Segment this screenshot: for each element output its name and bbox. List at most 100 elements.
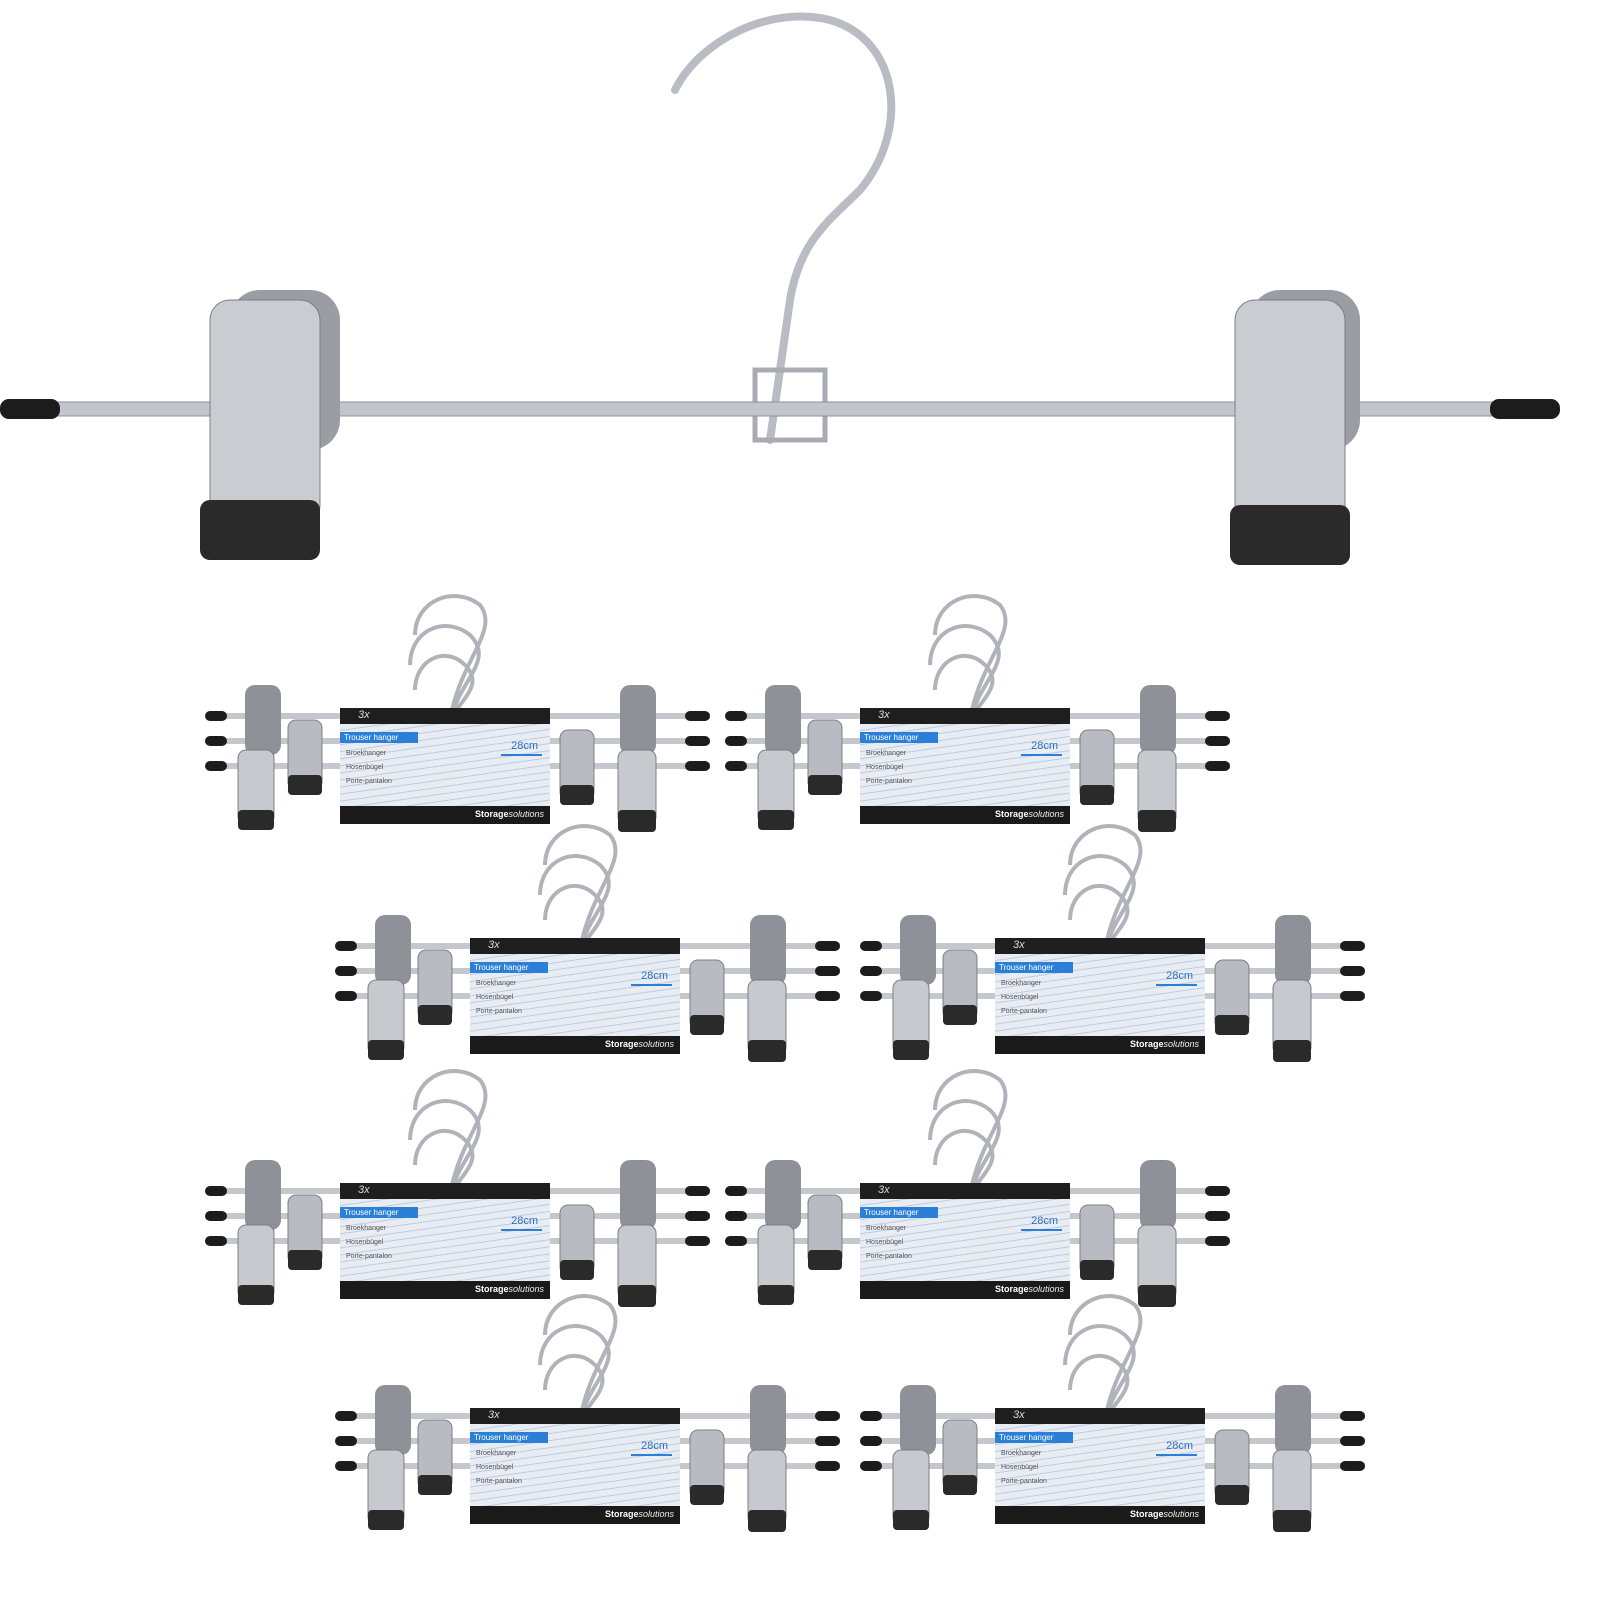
brand-strip: Storagesolutions xyxy=(995,1036,1205,1054)
brand-main: Storage xyxy=(1129,1509,1164,1519)
brand-strip: Storagesolutions xyxy=(470,1506,680,1524)
pack-line-fr: Porte-pantalon xyxy=(476,1008,522,1015)
pack-count-strip: 3x xyxy=(995,1408,1205,1424)
pack-label-card: 3x Trouser hanger Broekhanger Hosenbügel… xyxy=(340,1183,550,1313)
pack-size: 28cm xyxy=(501,740,542,756)
brand-main: Storage xyxy=(474,809,509,819)
pack-size: 28cm xyxy=(631,970,672,986)
pack-line-de: Hosenbügel xyxy=(1001,994,1039,1001)
pack-line-fr: Porte-pantalon xyxy=(476,1478,522,1485)
pack-line-fr: Porte-pantalon xyxy=(866,778,912,785)
pack-label-card: 3x Trouser hanger Broekhanger Hosenbügel… xyxy=(340,708,550,838)
pack-line-nl: Broekhanger xyxy=(866,1225,907,1232)
pack-count: 3x xyxy=(488,939,500,951)
pack-count-strip: 3x xyxy=(340,1183,550,1199)
brand-main: Storage xyxy=(604,1509,639,1519)
pack-line-de: Hosenbügel xyxy=(866,1239,904,1246)
pack-count: 3x xyxy=(878,1184,890,1196)
brand-strip: Storagesolutions xyxy=(860,806,1070,824)
pack-count: 3x xyxy=(358,709,370,721)
pack-count-strip: 3x xyxy=(340,708,550,724)
brand-sub: solutions xyxy=(508,809,544,819)
pack-count: 3x xyxy=(1013,939,1025,951)
brand-strip: Storagesolutions xyxy=(340,806,550,824)
brand-strip: Storagesolutions xyxy=(470,1036,680,1054)
brand-main: Storage xyxy=(474,1284,509,1294)
pack-line-fr: Porte-pantalon xyxy=(346,778,392,785)
hero-hanger xyxy=(0,12,1560,565)
brand-sub: solutions xyxy=(1028,1284,1064,1294)
brand-sub: solutions xyxy=(1163,1509,1199,1519)
pack-line-de: Hosenbügel xyxy=(476,1464,514,1471)
pack-line-de: Hosenbügel xyxy=(346,1239,384,1246)
pack-line-nl: Broekhanger xyxy=(346,1225,387,1232)
brand-strip: Storagesolutions xyxy=(860,1281,1070,1299)
pack-count-strip: 3x xyxy=(860,708,1070,724)
bar-tip-right xyxy=(1490,399,1560,419)
hanger-pack: 3x Trouser hanger Broekhanger Hosenbügel… xyxy=(855,1290,1375,1540)
pack-title: Trouser hanger xyxy=(995,1432,1073,1443)
pack-count-strip: 3x xyxy=(470,1408,680,1424)
pack-line-de: Hosenbügel xyxy=(476,994,514,1001)
pack-label-card: 3x Trouser hanger Broekhanger Hosenbügel… xyxy=(995,1408,1205,1538)
pack-size: 28cm xyxy=(501,1215,542,1231)
pack-line-nl: Broekhanger xyxy=(1001,980,1042,987)
pack-title: Trouser hanger xyxy=(340,732,418,743)
pack-title: Trouser hanger xyxy=(470,1432,548,1443)
pack-line-nl: Broekhanger xyxy=(346,750,387,757)
brand-sub: solutions xyxy=(1163,1039,1199,1049)
pack-line-de: Hosenbügel xyxy=(346,764,384,771)
brand-main: Storage xyxy=(994,1284,1029,1294)
hanger-pack: 3x Trouser hanger Broekhanger Hosenbügel… xyxy=(720,590,1240,840)
brand-sub: solutions xyxy=(508,1284,544,1294)
pack-title: Trouser hanger xyxy=(995,962,1073,973)
pack-count: 3x xyxy=(878,709,890,721)
pack-line-fr: Porte-pantalon xyxy=(1001,1008,1047,1015)
pack-line-nl: Broekhanger xyxy=(476,1450,517,1457)
pack-label-card: 3x Trouser hanger Broekhanger Hosenbügel… xyxy=(470,938,680,1068)
clip-left xyxy=(200,290,340,560)
pack-size: 28cm xyxy=(1021,1215,1062,1231)
pack-title: Trouser hanger xyxy=(860,732,938,743)
pack-title: Trouser hanger xyxy=(860,1207,938,1218)
pack-count-strip: 3x xyxy=(860,1183,1070,1199)
pack-label-card: 3x Trouser hanger Broekhanger Hosenbügel… xyxy=(860,708,1070,838)
pack-label-card: 3x Trouser hanger Broekhanger Hosenbügel… xyxy=(470,1408,680,1538)
pack-line-nl: Broekhanger xyxy=(866,750,907,757)
brand-main: Storage xyxy=(994,809,1029,819)
pack-count: 3x xyxy=(1013,1409,1025,1421)
pack-title: Trouser hanger xyxy=(340,1207,418,1218)
brand-sub: solutions xyxy=(638,1509,674,1519)
brand-sub: solutions xyxy=(1028,809,1064,819)
pack-label-card: 3x Trouser hanger Broekhanger Hosenbügel… xyxy=(995,938,1205,1068)
pack-size: 28cm xyxy=(1156,1440,1197,1456)
hanger-hook xyxy=(671,12,896,444)
pack-line-fr: Porte-pantalon xyxy=(1001,1478,1047,1485)
pack-count-strip: 3x xyxy=(995,938,1205,954)
hanger-pack: 3x Trouser hanger Broekhanger Hosenbügel… xyxy=(330,820,850,1070)
pack-size: 28cm xyxy=(1021,740,1062,756)
pack-count-strip: 3x xyxy=(470,938,680,954)
brand-strip: Storagesolutions xyxy=(995,1506,1205,1524)
pack-line-de: Hosenbügel xyxy=(1001,1464,1039,1471)
pack-line-de: Hosenbügel xyxy=(866,764,904,771)
pack-line-fr: Porte-pantalon xyxy=(866,1253,912,1260)
pack-count: 3x xyxy=(488,1409,500,1421)
pack-line-nl: Broekhanger xyxy=(476,980,517,987)
brand-main: Storage xyxy=(1129,1039,1164,1049)
brand-main: Storage xyxy=(604,1039,639,1049)
pack-count: 3x xyxy=(358,1184,370,1196)
hanger-pack: 3x Trouser hanger Broekhanger Hosenbügel… xyxy=(720,1065,1240,1315)
clip-right xyxy=(1230,290,1360,565)
brand-strip: Storagesolutions xyxy=(340,1281,550,1299)
hanger-pack: 3x Trouser hanger Broekhanger Hosenbügel… xyxy=(855,820,1375,1070)
brand-sub: solutions xyxy=(638,1039,674,1049)
bar-tip-left xyxy=(0,399,60,419)
pack-title: Trouser hanger xyxy=(470,962,548,973)
pack-size: 28cm xyxy=(1156,970,1197,986)
hanger-pack: 3x Trouser hanger Broekhanger Hosenbügel… xyxy=(330,1290,850,1540)
pack-line-nl: Broekhanger xyxy=(1001,1450,1042,1457)
hanger-pack: 3x Trouser hanger Broekhanger Hosenbügel… xyxy=(200,1065,720,1315)
pack-line-fr: Porte-pantalon xyxy=(346,1253,392,1260)
hanger-pack: 3x Trouser hanger Broekhanger Hosenbügel… xyxy=(200,590,720,840)
